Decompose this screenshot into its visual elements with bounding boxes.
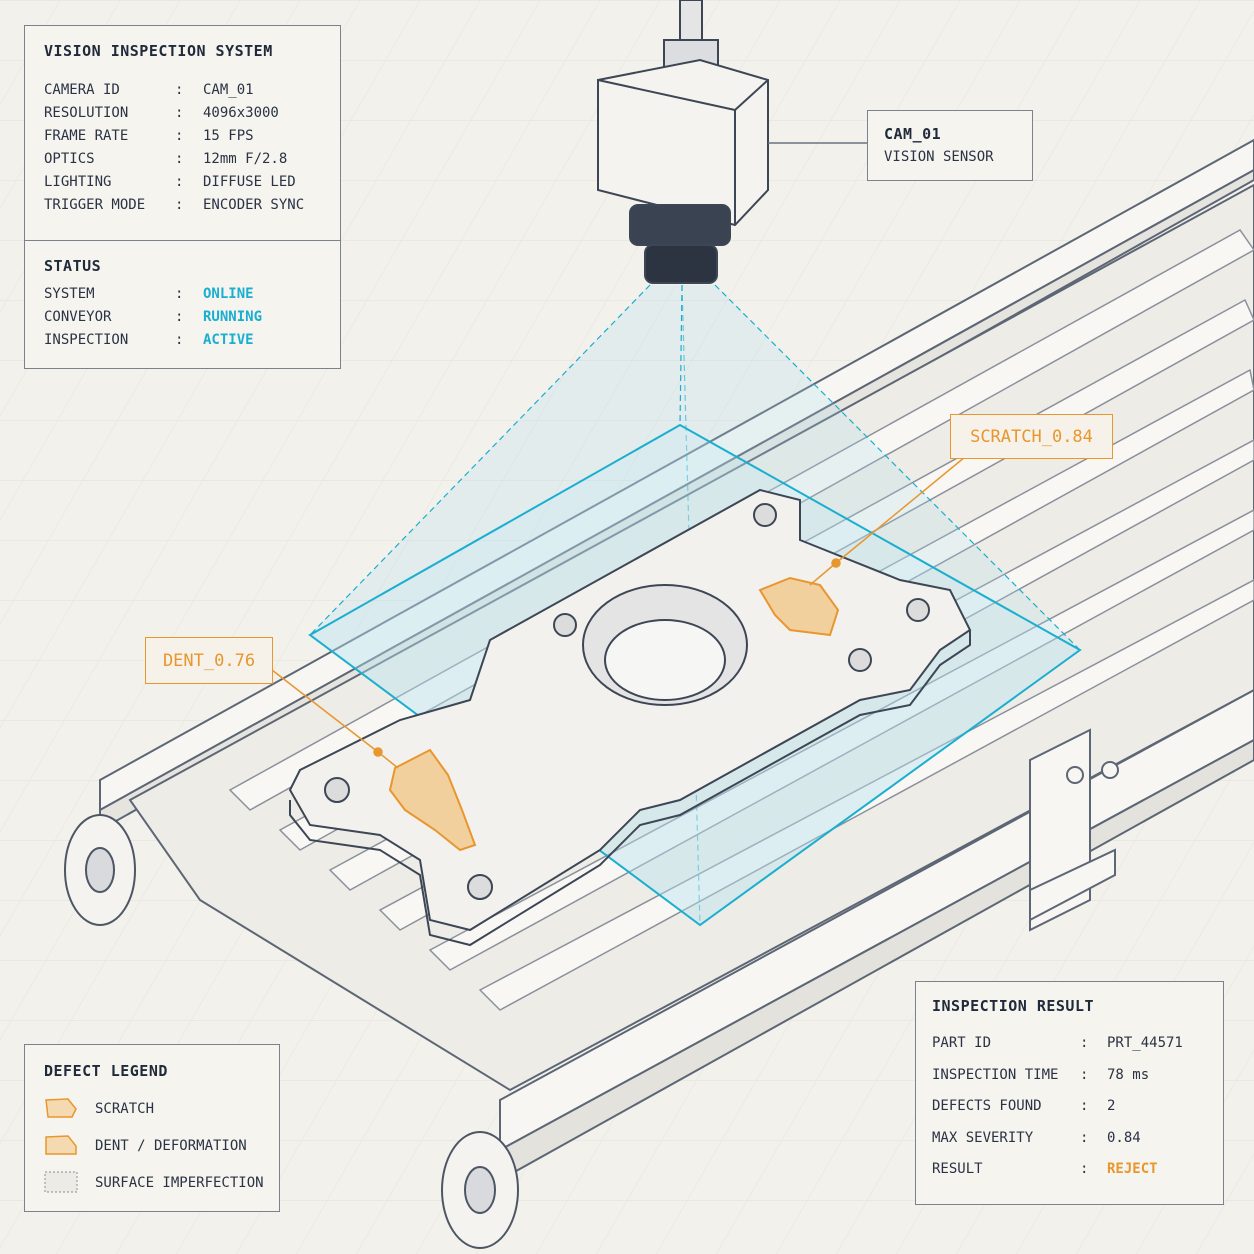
legend-label: SURFACE IMPERFECTION [95,1175,264,1191]
result-sep: : [1080,1161,1089,1177]
scratch-defect-region [758,576,840,637]
camera-body [597,0,769,284]
result-label: RESULT [932,1161,983,1177]
scratch-callout: SCRATCH_0.84 [950,414,1113,459]
status-inspection-value: ACTIVE [203,332,254,348]
inspection-time-value: 78 ms [1107,1067,1150,1083]
result-label: MAX SEVERITY [932,1130,1034,1146]
system-info-panel: VISION INSPECTION SYSTEM CAMERA ID : CAM… [24,25,341,369]
spec-sep: : [175,151,184,167]
spec-sep: : [175,82,184,98]
spec-value: 12mm F/2.8 [203,151,288,167]
status-sep: : [175,309,184,325]
result-sep: : [1080,1035,1089,1051]
legend-title: DEFECT LEGEND [44,1062,168,1080]
part-id-value: PRT_44571 [1107,1035,1183,1051]
result-verdict-value: REJECT [1107,1161,1158,1177]
dent-swatch-icon [45,1135,77,1155]
surface-swatch-icon [44,1171,78,1193]
spec-sep: : [175,174,184,190]
result-label: INSPECTION TIME [932,1067,1059,1083]
spec-value: 15 FPS [203,128,254,144]
legend-label: SCRATCH [95,1101,155,1117]
spec-sep: : [175,105,184,121]
status-title: STATUS [44,257,102,275]
result-panel-title: INSPECTION RESULT [932,997,1095,1015]
spec-row: CAMERA ID [44,82,120,98]
defects-found-value: 2 [1107,1098,1116,1114]
camera-type-label: VISION SENSOR [884,149,994,165]
legend-label: DENT / DEFORMATION [95,1138,247,1154]
status-label: INSPECTION [44,332,129,348]
result-label: PART ID [932,1035,992,1051]
callout-leaders [271,456,966,769]
dent-callout: DENT_0.76 [145,637,273,684]
dent-defect-region [388,748,477,852]
inspection-result-panel: INSPECTION RESULT PART ID : PRT_44571 IN… [915,981,1224,1205]
result-sep: : [1080,1098,1089,1114]
spec-row: FRAME RATE [44,128,129,144]
spec-value: CAM_01 [203,82,254,98]
spec-sep: : [175,197,184,213]
status-label: CONVEYOR [44,309,112,325]
panel-divider [25,240,340,241]
defect-legend-panel: DEFECT LEGEND SCRATCH DENT / DEFORMATION… [24,1044,280,1212]
spec-sep: : [175,128,184,144]
max-severity-value: 0.84 [1107,1130,1141,1146]
status-sep: : [175,332,184,348]
result-sep: : [1080,1067,1089,1083]
result-label: DEFECTS FOUND [932,1098,1042,1114]
result-sep: : [1080,1130,1089,1146]
scratch-swatch-icon [45,1098,77,1118]
spec-row: OPTICS [44,151,95,167]
spec-value: ENCODER SYNC [203,197,305,213]
status-sep: : [175,286,184,302]
end-drums [64,814,519,1249]
system-panel-title: VISION INSPECTION SYSTEM [44,42,273,60]
status-system-value: ONLINE [203,286,254,302]
spec-row: LIGHTING [44,174,112,190]
spec-value: 4096x3000 [203,105,279,121]
status-conveyor-value: RUNNING [203,309,263,325]
spec-row: RESOLUTION [44,105,129,121]
support-leg [1029,728,1119,932]
status-label: SYSTEM [44,286,95,302]
spec-row: TRIGGER MODE [44,197,146,213]
camera-label-box: CAM_01 VISION SENSOR [867,110,1033,181]
spec-value: DIFFUSE LED [203,174,296,190]
camera-id-label: CAM_01 [884,125,942,143]
